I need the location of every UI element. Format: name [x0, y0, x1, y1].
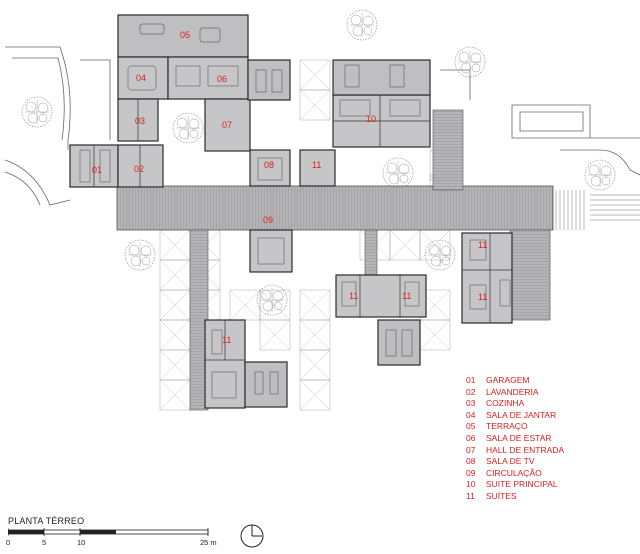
legend-item-label: SALA DE TV	[486, 456, 535, 467]
room-dining	[117, 56, 169, 100]
scale-tick-10: 10	[77, 538, 86, 547]
deck-east-wing	[432, 109, 464, 191]
legend-item-number: 10	[466, 479, 476, 490]
legend-item: 09 CIRCULAÇÃO	[466, 468, 636, 480]
site-outline	[4, 46, 640, 206]
legend-item-label: CIRCULAÇÃO	[486, 467, 542, 478]
legend-item-number: 07	[466, 444, 476, 455]
stairs	[551, 190, 640, 230]
legend-item-label: SALA DE JANTAR	[486, 409, 557, 420]
legend-item-label: GARAGEM	[486, 375, 530, 385]
scale-tick-25m: 25 m	[200, 538, 217, 547]
legend-item-label: COZINHA	[486, 398, 525, 409]
legend-item: 03 COZINHA	[466, 398, 636, 410]
scale-bar: 0 5 10 25 m	[6, 528, 218, 552]
room-tag-11-c: 11	[402, 291, 411, 301]
legend-item-label: LAVANDERIA	[486, 386, 539, 397]
scale-bar-graphic	[8, 528, 209, 536]
room-tag-03: 03	[135, 116, 145, 126]
room-tag-04: 04	[136, 73, 146, 83]
room-tag-09: 09	[263, 215, 273, 225]
deck-right-stub	[509, 229, 551, 321]
legend-item-number: 09	[466, 467, 476, 478]
legend-item-label: TERRAÇO	[486, 421, 528, 432]
room-tv-lounge	[249, 229, 293, 273]
legend-item-number: 04	[466, 409, 476, 420]
circulation-deck	[116, 185, 554, 231]
scale-tick-5: 5	[42, 538, 47, 547]
deck-connector-east	[364, 229, 378, 276]
room-suite-d-terrace	[244, 361, 288, 408]
room-terrace-top	[247, 59, 291, 101]
room-tag-07: 07	[222, 120, 232, 130]
north-arrow-icon	[240, 524, 264, 548]
interior-walls	[93, 95, 512, 361]
room-tag-08: 08	[264, 160, 274, 170]
legend-item-number: 11	[466, 490, 475, 501]
legend-item-number: 05	[466, 421, 476, 432]
furniture	[79, 23, 511, 399]
room-tag-10: 10	[366, 114, 376, 124]
legend-item: 11 SUÍTES	[466, 491, 636, 503]
legend-item-label: SUÍTES	[486, 490, 517, 501]
legend-item: 05 TERRAÇO	[466, 421, 636, 433]
legend-item-number: 03	[466, 398, 476, 409]
room-suite-c	[461, 232, 513, 324]
legend-item-label: SALA DE ESTAR	[486, 432, 552, 443]
legend-item-number: 08	[466, 456, 476, 467]
legend-item: 06 SALA DE ESTAR	[466, 433, 636, 445]
legend-item-number: 06	[466, 432, 476, 443]
room-tag-02: 02	[134, 164, 144, 174]
legend-item-number: 01	[466, 375, 476, 385]
legend-item-label: HALL DE ENTRADA	[486, 444, 565, 455]
room-terrace	[117, 14, 249, 58]
scale-tick-0: 0	[6, 538, 11, 547]
legend-item: 04 SALA DE JANTAR	[466, 410, 636, 422]
room-suite-b-terrace	[377, 319, 421, 366]
room-tag-11-f: 11	[222, 335, 231, 345]
legend-item: 08 SALA DE TV	[466, 456, 636, 468]
room-master-terrace	[332, 59, 431, 96]
room-tag-11-e: 11	[478, 292, 487, 302]
room-tag-11-a: 11	[312, 160, 321, 170]
legend-item: 01 GARAGEM	[466, 375, 636, 387]
plan-title: PLANTA TÉRREO	[8, 516, 85, 526]
room-laundry	[117, 144, 164, 188]
room-tag-05: 05	[180, 30, 190, 40]
room-tag-06: 06	[217, 74, 227, 84]
legend-item: 07 HALL DE ENTRADA	[466, 445, 636, 457]
room-tag-11-b: 11	[349, 291, 358, 301]
room-tag-11-d: 11	[478, 240, 487, 250]
room-tags: 05 04 06 03 07 08 11 10 01 02 09 11 11 1…	[92, 30, 487, 345]
room-hall	[204, 98, 251, 152]
room-suite-a	[299, 149, 336, 187]
legend-item: 10 SUITE PRINCIPAL	[466, 479, 636, 491]
room-tag-01: 01	[92, 165, 102, 175]
legend-item-number: 02	[466, 386, 476, 397]
legend-item: 02 LAVANDERIA	[466, 387, 636, 399]
legend-item-label: SUITE PRINCIPAL	[486, 479, 558, 490]
